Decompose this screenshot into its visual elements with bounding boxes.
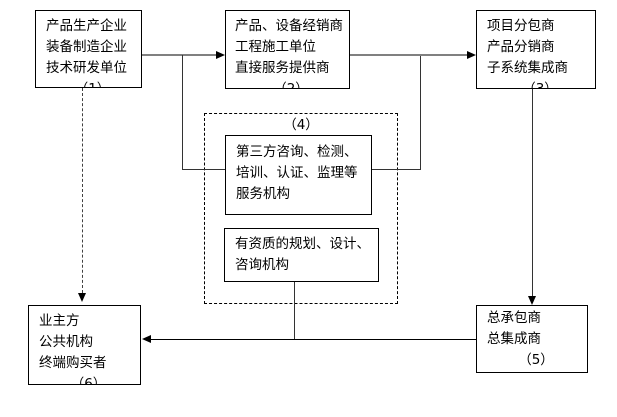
box-subcontractors-line1: 项目分包商 — [487, 18, 555, 34]
box-general-contractor: 总承包商 总集成商 （5） — [476, 305, 588, 373]
box-owners-line1: 业主方 — [39, 313, 80, 329]
box-producers-number: （1） — [46, 79, 139, 87]
box-third-party-line2: 培训、认证、监理等 — [236, 165, 358, 181]
dashed-group-label: （4） — [283, 117, 319, 133]
box-subcontractors: 项目分包商 产品分销商 子系统集成商 （3） — [476, 10, 596, 89]
box-dealers: 产品、设备经销商 工程施工单位 直接服务提供商 （2） — [225, 10, 350, 89]
arrowhead-into-owners-top — [78, 293, 86, 302]
box-subcontractors-number: （3） — [522, 81, 558, 89]
box-qualified-line1: 有资质的规划、设计、 — [235, 236, 370, 252]
box-third-party-line3: 服务机构 — [236, 186, 290, 202]
box-dealers-line1: 产品、设备经销商 — [235, 18, 343, 34]
box-producers-line1: 产品生产企业 — [46, 18, 127, 34]
connector-branch-right-vertical — [420, 56, 421, 170]
connector-subcontractors-to-contractor — [532, 89, 533, 296]
box-qualified-planning: 有资质的规划、设计、 咨询机构 — [224, 228, 379, 282]
dashed-group-box — [204, 113, 398, 304]
box-contractor-line2: 总集成商 — [487, 331, 541, 347]
box-producers-line2: 装备制造企业 — [46, 39, 127, 55]
connector-branch-right-horizontal — [372, 169, 421, 170]
box-dealers-number: （2） — [273, 81, 309, 89]
box-third-party-services: 第三方咨询、检测、 培训、认证、监理等 服务机构 — [225, 135, 372, 215]
box-owners-number: （6） — [70, 376, 107, 385]
connector-branch-left-horizontal — [182, 169, 226, 170]
box-dealers-line2: 工程施工单位 — [235, 39, 316, 55]
box-contractor-number: （5） — [518, 352, 554, 368]
connector-producers-to-owners-dashed — [82, 88, 83, 293]
box-producers: 产品生产企业 装备制造企业 技术研发单位 （1） — [35, 10, 142, 88]
box-subcontractors-line3: 子系统集成商 — [487, 60, 568, 76]
connector-branch-left-vertical — [182, 55, 183, 169]
box-owners-line2: 公共机构 — [39, 334, 93, 350]
arrowhead-into-dealers — [216, 51, 225, 59]
connector-producers-to-dealers — [142, 54, 217, 56]
box-owners: 业主方 公共机构 终端购买者 （6） — [28, 305, 141, 385]
arrowhead-into-contractor — [528, 296, 536, 305]
connector-contractor-to-owners — [151, 339, 476, 340]
arrowhead-into-owners-right — [142, 335, 151, 343]
box-owners-line3: 终端购买者 — [39, 355, 107, 371]
connector-qualified-down — [294, 282, 295, 340]
box-subcontractors-line2: 产品分销商 — [487, 39, 555, 55]
connector-dealers-to-subcontractors — [350, 54, 467, 56]
box-third-party-line1: 第三方咨询、检测、 — [236, 144, 358, 160]
box-producers-line3: 技术研发单位 — [46, 60, 127, 76]
arrowhead-into-subcontractors — [467, 51, 476, 59]
box-qualified-line2: 咨询机构 — [235, 257, 289, 273]
box-dealers-line3: 直接服务提供商 — [235, 60, 330, 76]
box-contractor-line1: 总承包商 — [487, 310, 541, 326]
